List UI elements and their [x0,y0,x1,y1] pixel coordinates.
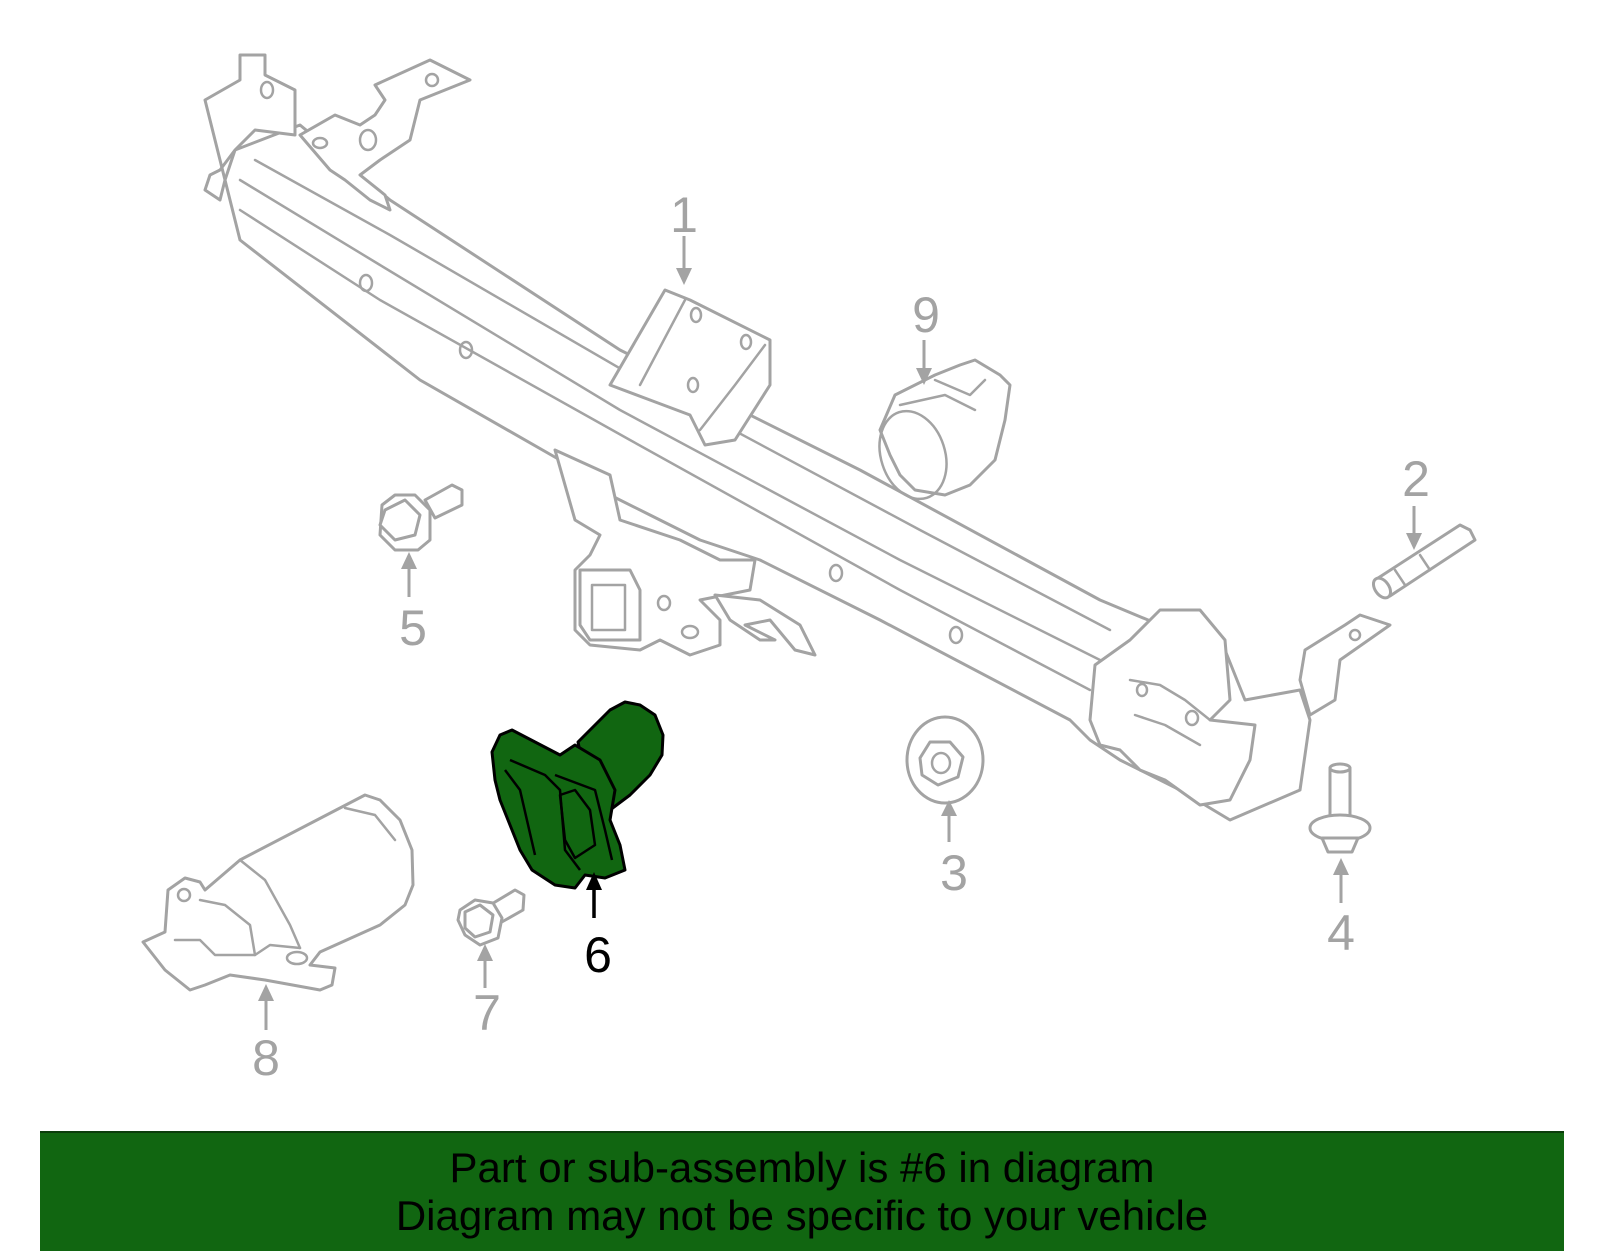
callout-6: 6 [584,872,612,983]
callout-3: 3 [940,800,968,901]
callout-3-label: 3 [940,845,968,901]
callout-8-label: 8 [252,1030,280,1086]
banner-line-part: Part or sub-assembly is #6 in diagram [449,1144,1155,1191]
callout-5-label: 5 [399,600,427,656]
callout-6-label: 6 [584,927,612,983]
pin [1371,523,1477,600]
nut [905,715,985,805]
callout-8: 8 [252,984,280,1086]
callout-5: 5 [399,552,427,656]
callout-2-label: 2 [1402,451,1430,507]
trailer-connector [490,700,665,890]
callout-1-label: 1 [670,187,698,243]
info-banner: Part or sub-assembly is #6 in diagram Di… [40,1131,1564,1251]
callout-9-label: 9 [912,287,940,343]
bolt-7 [456,888,526,947]
bolt-5 [378,483,464,552]
callout-7: 7 [473,944,501,1041]
bolt-4 [1308,762,1372,854]
callout-2: 2 [1402,451,1430,550]
callout-7-label: 7 [473,985,501,1041]
connector-bracket [878,358,1012,501]
callout-9: 9 [912,287,940,385]
hitch-crossmember [203,53,1392,822]
banner-line-disclaimer: Diagram may not be specific to your vehi… [395,1192,1209,1239]
callout-1: 1 [670,187,698,285]
trailer-brake-module [141,793,415,992]
callout-4-label: 4 [1327,905,1355,961]
callout-4: 4 [1327,858,1355,961]
